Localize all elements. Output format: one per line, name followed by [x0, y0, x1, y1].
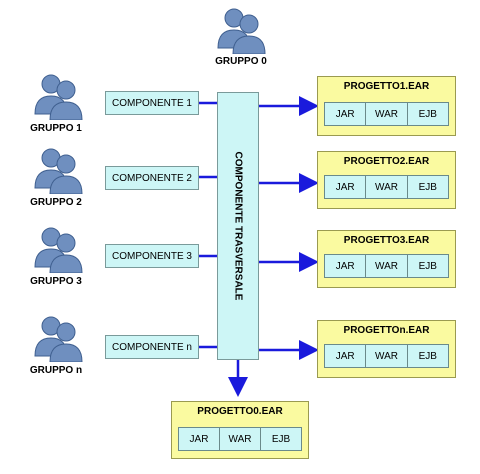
users-icon [34, 316, 83, 362]
ear-title: PROGETTO2.EAR [343, 156, 430, 167]
module-war: WAR [366, 103, 408, 125]
ear-progetton: PROGETTOn.EAR JAR WAR EJB [317, 320, 456, 378]
module-row: JAR WAR EJB [324, 175, 449, 199]
module-war: WAR [220, 428, 261, 450]
module-row: JAR WAR EJB [324, 254, 449, 278]
ear-title: PROGETTOn.EAR [343, 325, 430, 336]
module-row: JAR WAR EJB [324, 102, 449, 126]
users-icon [34, 148, 83, 194]
group-label-2: GRUPPO 2 [30, 197, 82, 208]
module-ejb: EJB [418, 260, 437, 272]
module-row: JAR WAR EJB [178, 427, 302, 451]
group-label-n: GRUPPO n [29, 365, 83, 376]
ear-title: PROGETTO0.EAR [197, 406, 283, 417]
module-war: WAR [366, 255, 408, 277]
group-label-1: GRUPPO 1 [30, 123, 82, 134]
ear-title: PROGETTO1.EAR [343, 81, 430, 92]
users-icon [34, 74, 83, 120]
users-icon [217, 8, 266, 54]
ear-progetto2: PROGETTO2.EAR JAR WAR EJB [317, 151, 456, 209]
module-ejb: EJB [418, 108, 437, 120]
component-n: COMPONENTE n [105, 335, 199, 359]
module-row: JAR WAR EJB [324, 344, 449, 368]
ear-progetto3: PROGETTO3.EAR JAR WAR EJB [317, 230, 456, 288]
module-jar: JAR [325, 255, 367, 277]
module-ejb: EJB [271, 433, 291, 445]
ear-progetto0: PROGETTO0.EAR JAR WAR EJB [171, 401, 309, 459]
module-jar: JAR [325, 103, 367, 125]
group-label-3: GRUPPO 3 [30, 276, 82, 287]
ear-title: PROGETTO3.EAR [343, 235, 430, 246]
module-war: WAR [366, 176, 408, 198]
component-3: COMPONENTE 3 [105, 244, 199, 268]
group-label-0: GRUPPO 0 [215, 56, 267, 67]
module-ejb: EJB [418, 181, 437, 193]
transversal-component: COMPONENTE TRASVERSALE [217, 92, 259, 360]
module-war: WAR [366, 345, 408, 367]
ear-progetto1: PROGETTO1.EAR JAR WAR EJB [317, 76, 456, 136]
component-1: COMPONENTE 1 [105, 91, 199, 115]
module-jar: JAR [179, 428, 220, 450]
module-ejb: EJB [418, 350, 437, 362]
component-2: COMPONENTE 2 [105, 166, 199, 190]
users-icon [34, 227, 83, 273]
module-jar: JAR [325, 345, 367, 367]
module-jar: JAR [325, 176, 367, 198]
transversal-component-label: COMPONENTE TRASVERSALE [232, 151, 244, 301]
